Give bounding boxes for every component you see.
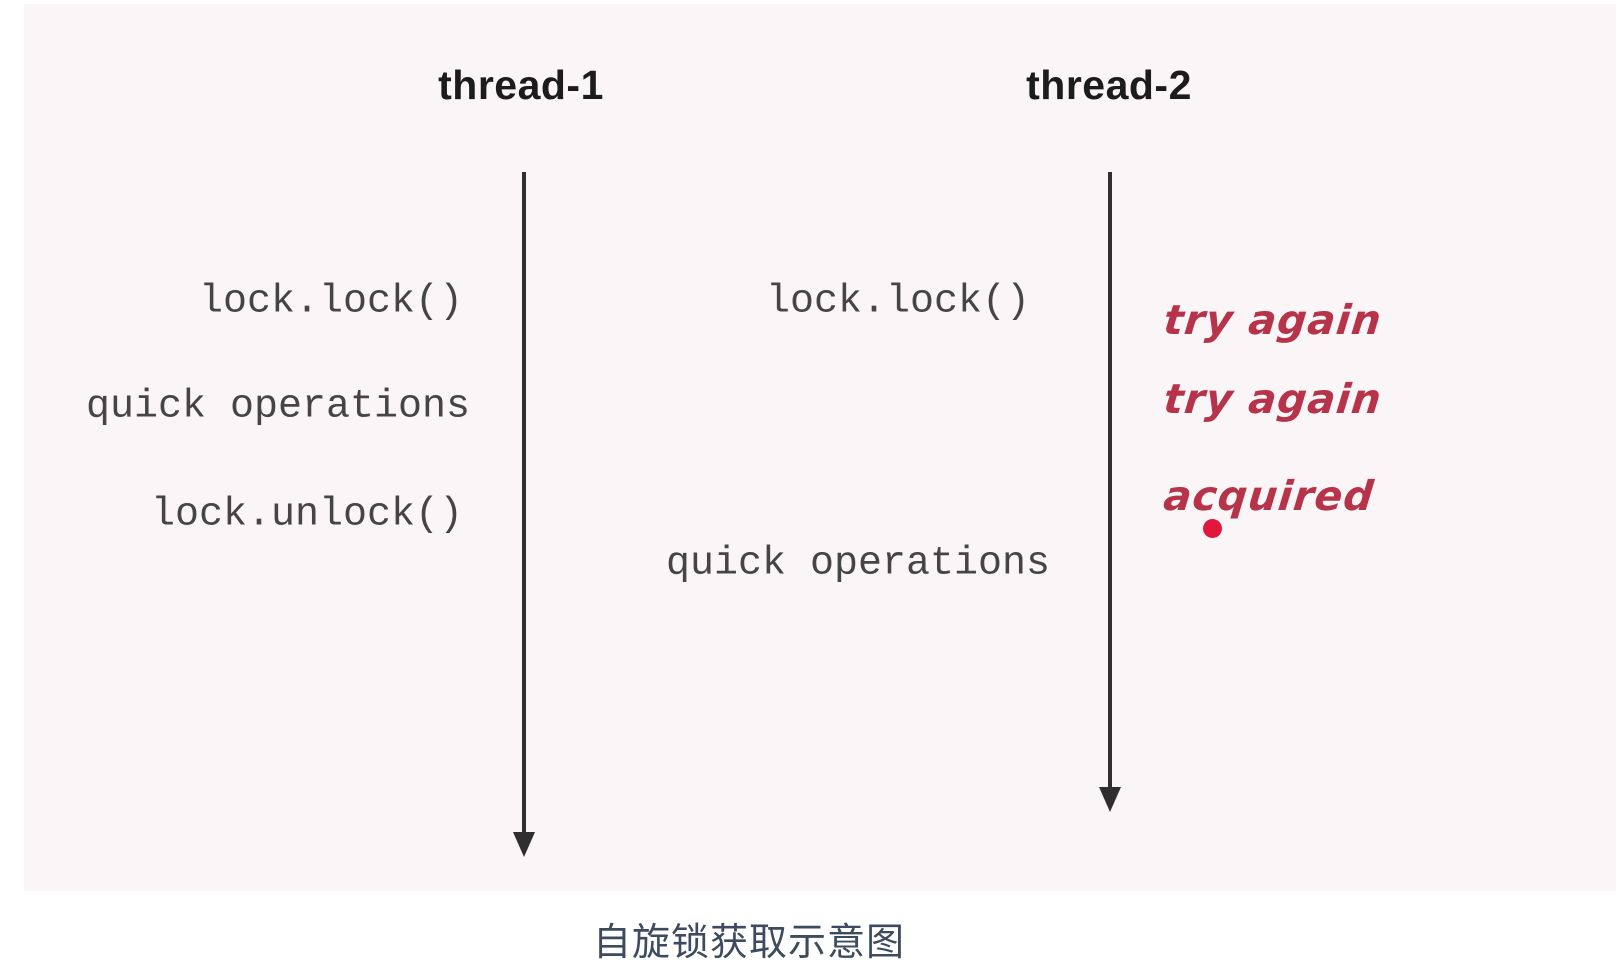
thread-1-event-quick-operations: quick operations <box>85 384 470 430</box>
thread-2-event-quick-operations: quick operations <box>665 541 1050 587</box>
diagram-panel: thread-1 thread-2 lock.lock() quick oper… <box>24 4 1616 891</box>
thread-1-event-lock: lock.lock() <box>198 279 463 325</box>
annotation-try-again-2: try again <box>1161 375 1385 423</box>
arrow-head-icon <box>513 832 535 857</box>
thread-2-timeline-arrow <box>1098 172 1122 812</box>
arrow-head-icon <box>1099 787 1121 812</box>
arrow-shaft <box>522 172 526 832</box>
annotation-try-again-1: try again <box>1161 296 1385 344</box>
annotation-acquired: acquired <box>1161 472 1377 520</box>
thread-1-timeline-arrow <box>512 172 536 857</box>
thread-2-event-lock: lock.lock() <box>765 279 1030 325</box>
thread-1-title: thread-1 <box>438 62 604 108</box>
arrow-shaft <box>1108 172 1112 787</box>
diagram-caption: 自旋锁获取示意图 <box>593 922 906 964</box>
acquired-dot <box>1203 519 1222 538</box>
thread-1-event-unlock: lock.unlock() <box>150 492 463 538</box>
thread-2-title: thread-2 <box>1026 62 1192 108</box>
